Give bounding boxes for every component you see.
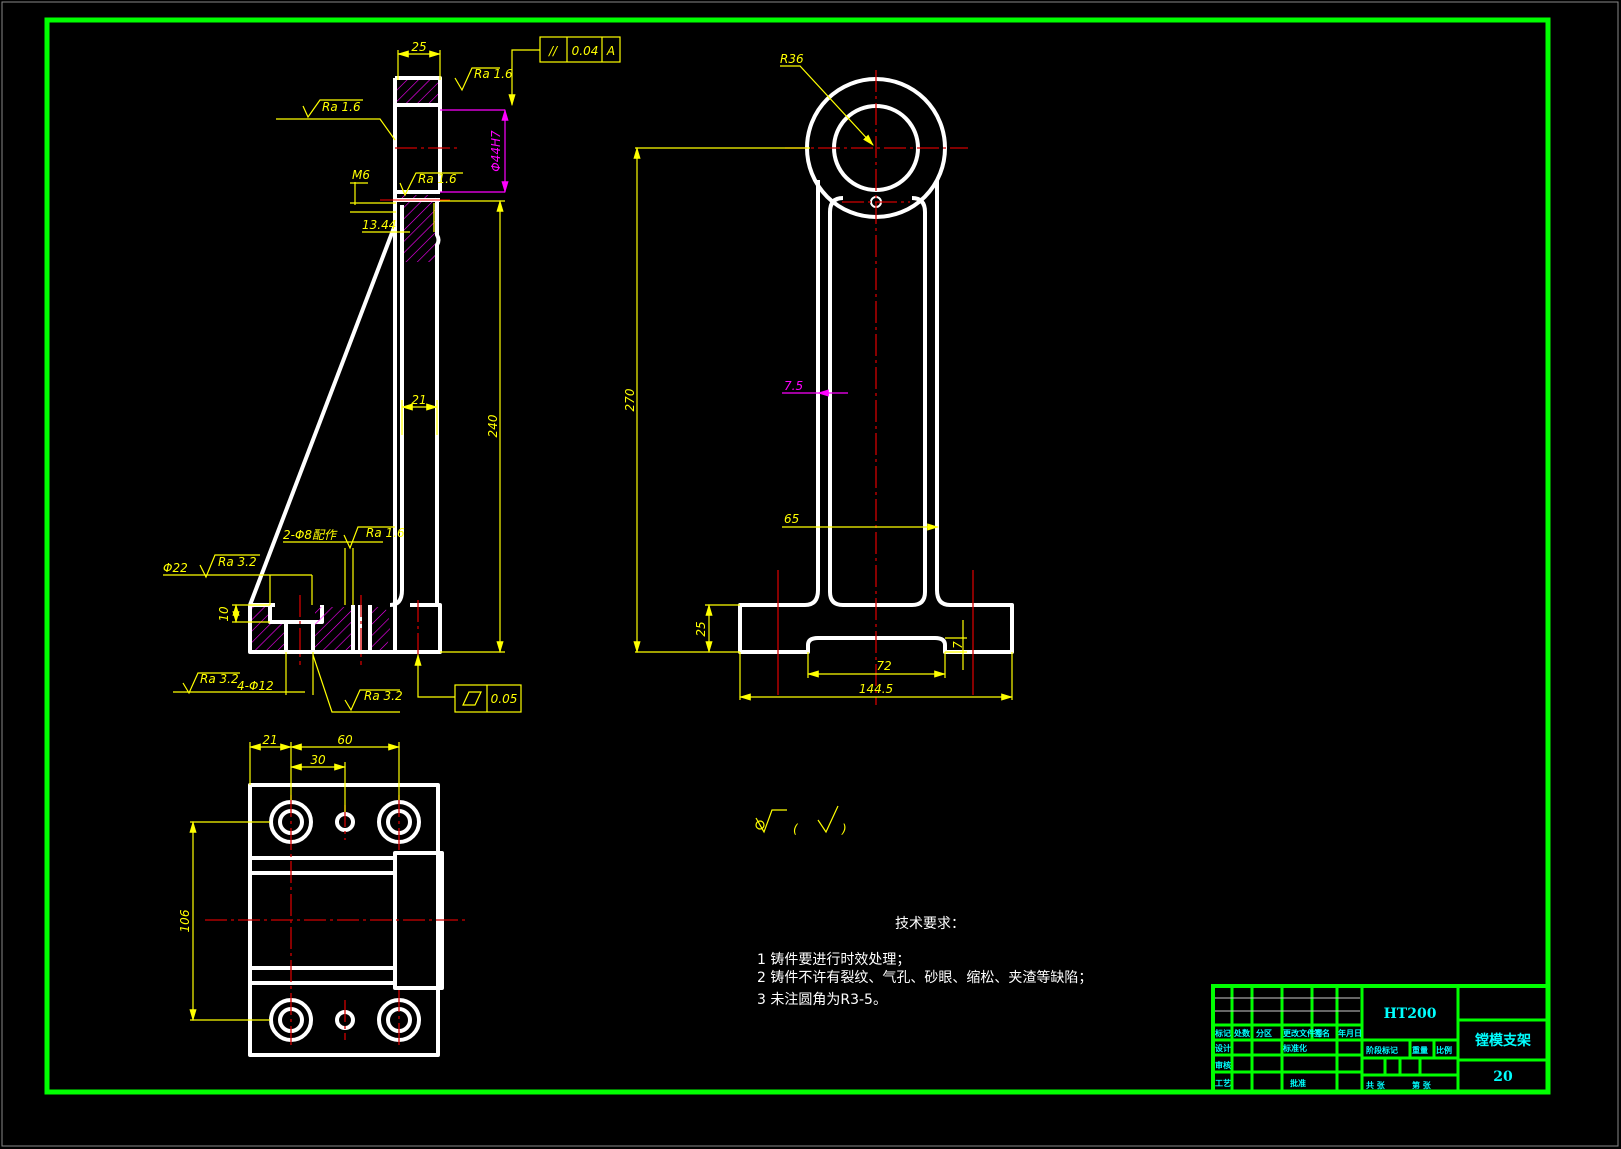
dim-240: 240	[486, 414, 500, 437]
column-right-edge	[435, 200, 441, 605]
svg-text:): )	[841, 822, 847, 836]
svg-text:重量: 重量	[1412, 1045, 1428, 1055]
hatch-base-3	[315, 607, 351, 650]
hatch-base-2	[268, 624, 284, 650]
hatch-base-4	[372, 607, 390, 650]
svg-text:工艺: 工艺	[1215, 1078, 1231, 1088]
dim-144-5: 144.5	[859, 682, 893, 696]
tech-req-item: 2 铸件不许有裂纹、气孔、砂眼、缩松、夹渣等缺陷；	[757, 969, 1092, 986]
dim-10: 10	[217, 606, 231, 622]
svg-text:A: A	[606, 44, 615, 58]
rib-pocket	[828, 196, 927, 607]
top-view: 21 60 30 106	[178, 733, 465, 1057]
quantity: 20	[1493, 1069, 1513, 1085]
side-view: 25 // 0.04 A Ra 1.6 Ra 1.6 Ra 1.6 Φ44H7 …	[163, 36, 621, 713]
svg-text:(: (	[793, 822, 799, 836]
svg-text:批准: 批准	[1290, 1078, 1306, 1088]
dim-bore: Φ44H7	[489, 130, 503, 172]
ra-bottom: Ra 3.2	[364, 689, 403, 703]
flatness-frame: 0.05	[454, 684, 522, 713]
pin-holes-note: 2-Φ8配作	[283, 528, 338, 542]
dim-r36: R36	[780, 52, 804, 66]
hatch-base-1	[252, 607, 268, 650]
hatch-lower-boss	[400, 195, 438, 262]
ra-phi22: Ra 3.2	[218, 555, 257, 569]
svg-text:共 张: 共 张	[1366, 1080, 1386, 1090]
holes-note: 4-Φ12	[237, 679, 274, 693]
dim-72: 72	[876, 659, 891, 673]
ra-bottom-left: Ra 3.2	[200, 672, 239, 686]
dim-phi22: Φ22	[163, 561, 188, 575]
dim-60: 60	[337, 733, 353, 747]
counterbore	[268, 605, 324, 624]
column-inner-edge	[389, 205, 404, 607]
svg-text:标准化: 标准化	[1282, 1043, 1307, 1053]
svg-text:比例: 比例	[1436, 1045, 1452, 1055]
drawing-border	[44, 17, 1551, 1095]
roughness-symbol	[276, 99, 396, 141]
check-mark-icon	[817, 805, 839, 834]
dim-21: 21	[411, 393, 426, 407]
hatch-top-boss	[397, 80, 439, 104]
dim-m6: M6	[352, 168, 370, 182]
general-roughness-note: ( )	[755, 805, 847, 836]
dim-25-front: 25	[694, 621, 708, 636]
parallelism-frame: // 0.04 A	[508, 36, 621, 107]
svg-text:0.04: 0.04	[572, 44, 599, 58]
technical-requirements: 技术要求： 1 铸件要进行时效处理； 2 铸件不许有裂纹、气孔、砂眼、缩松、夹渣…	[757, 916, 1092, 1008]
roughness-symbol	[399, 172, 463, 197]
title-block: 标记 处数 分区 更改文件号 签名 年月日 设计 标准化 审核 工艺 批准 阶段…	[1211, 984, 1550, 1094]
base-holes	[284, 605, 372, 652]
dim-30: 30	[310, 753, 326, 767]
ra-lower: Ra 1.6	[418, 172, 457, 186]
dim-7-5: 7.5	[784, 379, 803, 393]
svg-text:处数: 处数	[1233, 1028, 1251, 1038]
dim-106: 106	[178, 909, 192, 932]
ra-bore: Ra 1.6	[322, 100, 361, 114]
svg-text:年月日: 年月日	[1338, 1028, 1362, 1038]
part-name: 镗模支架	[1475, 1032, 1531, 1049]
tech-req-item: 1 铸件要进行时效处理；	[757, 952, 910, 968]
ra-pin: Ra 1.6	[366, 526, 405, 540]
svg-text:标记: 标记	[1214, 1028, 1231, 1038]
svg-text:更改文件号: 更改文件号	[1283, 1028, 1323, 1038]
roughness-symbol	[454, 67, 500, 92]
svg-text:第 张: 第 张	[1412, 1080, 1432, 1090]
svg-text:设计: 设计	[1215, 1043, 1231, 1053]
ra-top: Ra 1.6	[474, 67, 513, 81]
material: HT200	[1384, 1006, 1437, 1022]
tech-req-title: 技术要求：	[895, 916, 965, 932]
svg-text:阶段标记: 阶段标记	[1366, 1045, 1398, 1055]
dim-13-44: 13.44	[362, 218, 396, 232]
svg-text:分区: 分区	[1256, 1028, 1272, 1038]
svg-text:审核: 审核	[1215, 1060, 1231, 1070]
dim-7: 7	[951, 641, 965, 649]
svg-text:签名: 签名	[1313, 1028, 1330, 1038]
front-view: R36 270 7.5 65 25 72 7 144.5	[623, 52, 1014, 705]
dim-65: 65	[784, 512, 799, 526]
tech-req-item: 3 未注圆角为R3-5。	[757, 992, 887, 1008]
rib-edge	[248, 224, 397, 606]
dim-21-top: 21	[262, 733, 277, 747]
dim-25: 25	[411, 40, 426, 54]
svg-text://: //	[548, 44, 559, 58]
svg-text:0.05: 0.05	[491, 692, 518, 706]
dim-270: 270	[623, 388, 637, 411]
